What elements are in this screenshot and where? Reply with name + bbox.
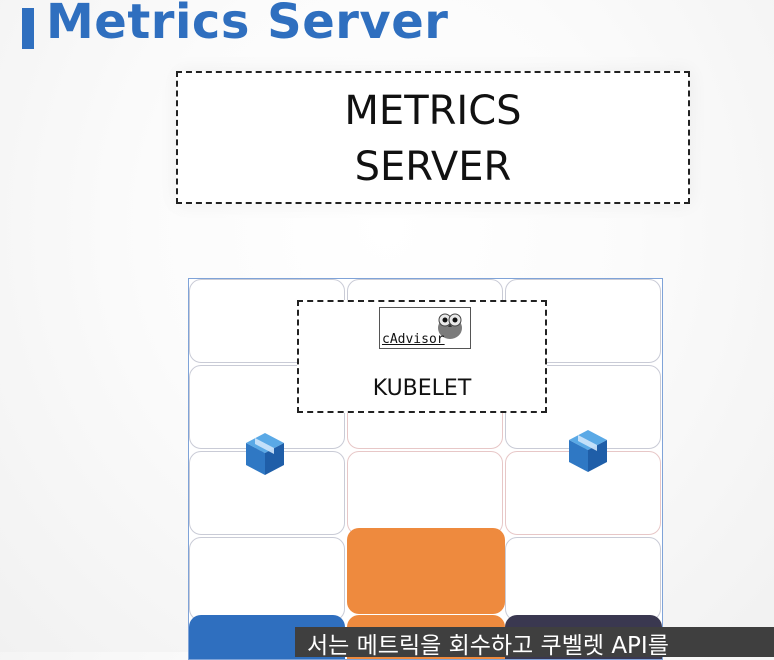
kubelet-box: cAdvisor KUBELET — [297, 300, 547, 413]
grid-cell — [347, 451, 503, 535]
owl-icon — [438, 313, 462, 339]
cadvisor-label: cAdvisor — [382, 332, 445, 347]
orange-block — [347, 528, 505, 614]
metrics-server-box: METRICS SERVER — [176, 71, 690, 204]
metrics-server-label: METRICS SERVER — [178, 83, 688, 195]
slide-title: Metrics Server — [46, 0, 449, 50]
kubelet-label: KUBELET — [372, 376, 472, 401]
grid-cell — [189, 537, 345, 621]
grid-cell — [505, 537, 661, 621]
cube-icon — [569, 430, 607, 472]
cube-icon — [246, 433, 284, 475]
title-accent-bar — [22, 8, 34, 49]
metrics-server-label-line1: METRICS — [344, 88, 522, 134]
metrics-server-label-line2: SERVER — [354, 144, 512, 190]
video-caption: 서는 메트릭을 회수하고 쿠벨렛 API를 — [295, 627, 774, 657]
cadvisor-logo: cAdvisor — [379, 307, 471, 349]
